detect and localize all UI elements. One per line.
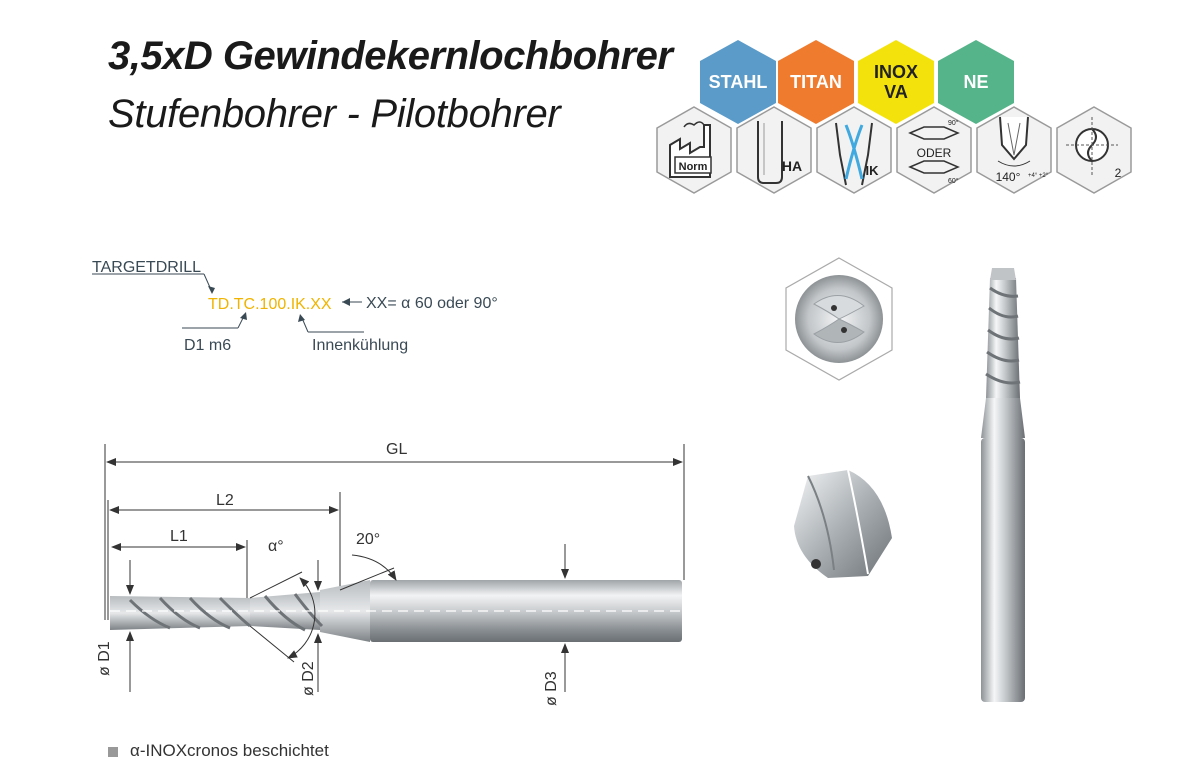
- dim-d1-label: ø D1: [96, 641, 113, 676]
- tip-detail-render: [794, 469, 892, 578]
- svg-text:90°: 90°: [948, 119, 959, 127]
- article-number: TD.TC.100.IK.XX: [208, 296, 332, 313]
- angle-oder-icon: ODER 90° 60°: [896, 106, 972, 194]
- coating-text: α-INOXcronos beschichtet: [130, 741, 329, 760]
- point-angle-icon: 140° +4° +2°: [976, 106, 1052, 194]
- norm-icon: Norm: [656, 106, 732, 194]
- svg-text:ODER: ODER: [917, 146, 952, 160]
- svg-text:2: 2: [1115, 166, 1122, 180]
- d1-note: D1 m6: [184, 337, 232, 354]
- code-leader-lines: [92, 273, 364, 333]
- tool-dimension-drawing: [104, 444, 685, 692]
- dim-alpha-label: α°: [268, 538, 284, 555]
- svg-text:+4° +2°: +4° +2°: [1028, 173, 1049, 179]
- dim-gl-label: GL: [386, 441, 408, 458]
- coating-footnote: α-INOXcronos beschichtet: [108, 741, 329, 761]
- bullet-square-icon: [108, 746, 118, 757]
- coolant-note: Innenkühlung: [312, 337, 409, 354]
- xx-note: XX= α 60 oder 90°: [366, 295, 498, 312]
- svg-text:IK: IK: [866, 163, 880, 178]
- svg-text:140°: 140°: [996, 170, 1021, 184]
- dim-d3-label: ø D3: [543, 671, 560, 706]
- material-badge-inox-va: INOX VA: [858, 40, 934, 124]
- tip-face-render: [785, 257, 893, 381]
- ik-coolant-icon: IK: [816, 106, 892, 194]
- dim-l2-label: L2: [216, 492, 234, 509]
- dim-l1-label: L1: [170, 528, 188, 545]
- brand-label: TARGETDRILL: [92, 259, 202, 276]
- page-title: 3,5xD Gewindekernlochbohrer: [108, 34, 673, 78]
- ha-shank-icon: HA: [736, 106, 812, 194]
- svg-text:HA: HA: [782, 158, 802, 174]
- feature-icon-row: Norm HA IK ODER 90° 60° 140° +4° +2°: [656, 106, 1132, 194]
- flutes-icon: 2: [1056, 106, 1132, 194]
- dim-d2-label: ø D2: [300, 661, 317, 696]
- material-badge-titan: TITAN: [778, 40, 854, 124]
- material-badge-stahl: STAHL: [700, 40, 776, 124]
- dim-20deg-label: 20°: [356, 531, 381, 548]
- svg-text:60°: 60°: [948, 177, 959, 185]
- material-badge-ne: NE: [938, 40, 1014, 124]
- drill-full-render: [981, 268, 1025, 702]
- page-subtitle: Stufenbohrer - Pilotbohrer: [108, 92, 561, 136]
- svg-text:Norm: Norm: [679, 161, 708, 173]
